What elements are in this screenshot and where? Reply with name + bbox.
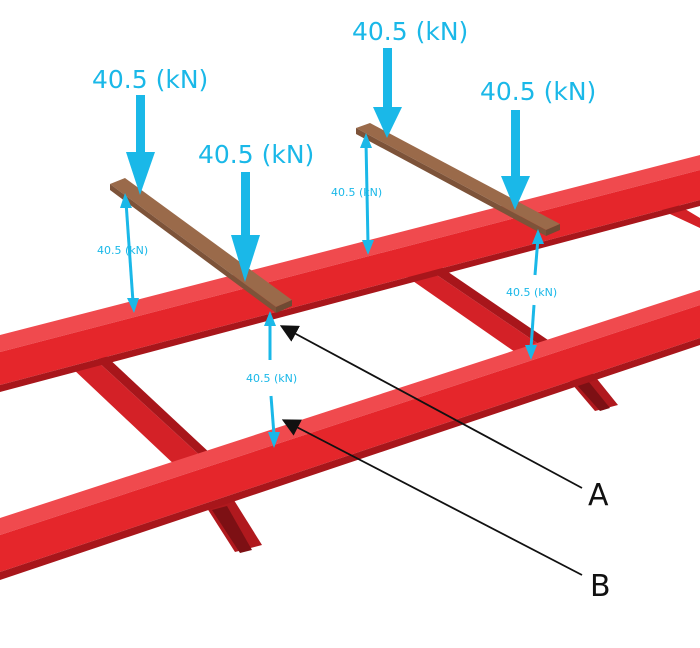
reaction-label-4: 40.5 (kN) bbox=[506, 286, 557, 299]
load-label-1: 40.5 (kN) bbox=[92, 65, 208, 94]
load-label-2: 40.5 (kN) bbox=[198, 140, 314, 169]
cross-members bbox=[72, 194, 700, 468]
pointer-b-line bbox=[281, 419, 583, 576]
load-arrow-2 bbox=[231, 172, 260, 282]
reaction-arrow-4 bbox=[525, 229, 544, 360]
load-label-4: 40.5 (kN) bbox=[480, 77, 596, 106]
pointer-lines bbox=[279, 325, 583, 576]
load-arrow-3 bbox=[373, 48, 402, 138]
reaction-arrow-2 bbox=[360, 133, 374, 255]
front-rail bbox=[0, 290, 700, 580]
reaction-label-2: 40.5 (kN) bbox=[331, 186, 382, 199]
load-arrows bbox=[126, 48, 530, 282]
load-label-3: 40.5 (kN) bbox=[352, 17, 468, 46]
reaction-arrows bbox=[120, 133, 544, 448]
load-arrow-1 bbox=[126, 95, 155, 195]
pointer-a-line bbox=[279, 325, 583, 489]
marker-b: B bbox=[590, 569, 611, 604]
reaction-arrow-3 bbox=[264, 311, 280, 448]
load-arrow-4 bbox=[501, 110, 530, 210]
right-plate bbox=[356, 123, 560, 236]
marker-a: A bbox=[588, 478, 609, 513]
reaction-label-1: 40.5 (kN) bbox=[97, 244, 148, 257]
reaction-arrow-1 bbox=[120, 193, 139, 313]
reaction-label-3: 40.5 (kN) bbox=[246, 372, 297, 385]
